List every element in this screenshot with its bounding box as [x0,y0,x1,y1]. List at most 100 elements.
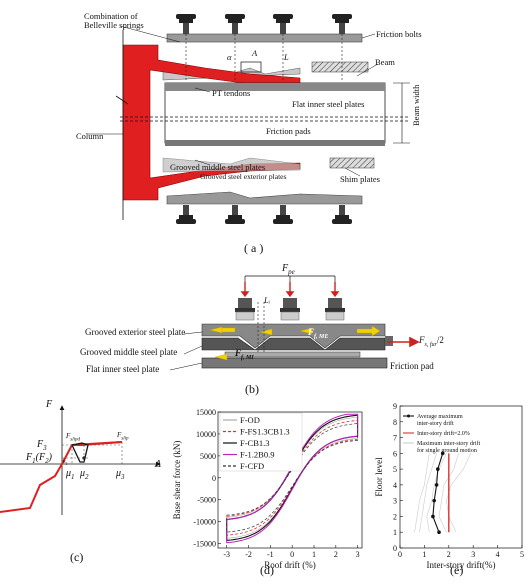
y-tick-label: 5 [393,465,397,474]
x-tick-label: 4 [496,550,500,559]
panel-b-drawing [169,275,420,371]
x-tick-label: 1 [422,550,426,559]
y-axis-label: Base shear force (kN) [172,441,182,520]
b-flat-inner [201,357,388,369]
top-exterior-plate [166,33,363,43]
label-c-delta: Δ [155,459,161,470]
label-c-mu3: μ3 [116,468,125,481]
x-tick-label: 2 [447,550,451,559]
label-li: Lᵢ [264,295,271,305]
chart-d-frame [217,411,363,549]
label-c-mu3-sub: 3 [121,473,125,481]
panel-a: Combination of Belleville springs Fricti… [0,0,530,262]
shim-plate-top [311,61,369,73]
legend-label: Maximum inter-story drift [417,440,481,447]
label-friction-pads: Friction pads [266,126,311,136]
avg-drift-point [434,483,439,487]
label-fpe-sub: pe [288,268,295,276]
label-c-mu2-sub: 2 [85,473,89,481]
y-tick-label: 3 [393,497,397,506]
label-b-flat-inner: Flat inner steel plate [86,364,160,374]
x-axis-label: Roof drift (%) [264,560,316,570]
label-c-F3-sub: 3 [43,444,47,452]
y-tick-label: -15000 [193,540,216,549]
label-c-fslip: Fslip [117,431,129,442]
b-grooved-middle [201,337,386,351]
caption-e: (e) [450,563,464,577]
label-c-mu1: μ1 [66,468,75,481]
shim-plate-bottom [329,157,375,169]
x-tick-label: 0 [398,550,402,559]
x-tick-label: 5 [520,550,524,559]
label-c-F2-close: ) [48,452,52,463]
series-single-ground-motion [419,453,437,533]
legend-label: F-CB1.3 [240,438,270,448]
bolts-bottom [176,205,352,224]
panel-c-curve [0,441,123,513]
label-f-sfur-sub: s, fur [424,341,437,348]
series-single-ground-motion [414,453,430,533]
label-fpe: Fpe [282,263,295,276]
label-column: Column [76,131,104,141]
label-grooved-middle: Grooved middle steel plates [170,162,266,172]
label-friction-bolts: Friction bolts [376,29,422,39]
label-alpha: α [227,52,232,62]
x-tick-label: 1 [312,550,316,559]
label-c-F3: F3 [37,439,47,452]
y-tick-label: 4 [393,481,397,490]
label-f-sfur: Fs, fur/2 [419,335,444,348]
y-tick-label: -5000 [197,496,216,505]
label-f-me: Ff, ME [308,327,329,340]
caption-c: (c) [70,550,84,564]
legend-marker [407,414,410,418]
bolts-b [235,298,345,321]
caption-b: (b) [245,382,259,396]
series-f-od [226,416,358,539]
label-beam-width: Beam width [411,84,421,126]
legend-label: F-1.2B0.9 [240,450,274,460]
y-tick-label: 10000 [196,430,216,439]
label-c-fslip-sub: slip [121,436,129,442]
x-tick-label: -1 [267,550,274,559]
chart-d-legend: F-ODF-FS1.3CB1.3F-CB1.3F-1.2B0.9F-CFD [219,412,303,472]
avg-drift-point [431,514,435,519]
label-beam: Beam [375,57,395,67]
series-f-cfd [226,423,358,533]
label-f-me-sub: f, ME [314,333,329,340]
avg-drift-point [437,530,441,535]
label-b-friction-pad: Friction pad [390,361,434,371]
legend-label: Inter-story drift=2.0% [417,430,470,437]
y-tick-label: 9 [393,402,397,411]
x-tick-label: -2 [245,550,252,559]
b-grooved-exterior [201,323,386,349]
panel-b: Fpe Lᵢ Grooved exterior steel plate Ff, … [0,262,530,400]
series-single-ground-motion [426,453,447,533]
series-single-ground-motion [438,453,459,533]
legend-label: for single ground motion [417,447,477,454]
legend-label: F-OD [240,415,260,425]
label-c-F1-sub: 1 [32,457,36,465]
avg-drift-point [440,451,445,456]
legend-label: Average maximum [417,414,463,420]
y-tick-label: 2 [393,512,397,521]
label-flat-inner: Flat inner steel plates [292,99,365,109]
caption-a: ( a ) [244,241,264,255]
x-tick-label: 3 [356,550,360,559]
y-tick-label: 7 [393,434,397,443]
label-L: L [284,52,289,62]
label-c-F2-open: (F [35,452,46,463]
label-b-grooved-middle: Grooved middle steel plate [80,347,178,357]
bottom-exterior-plate [166,191,363,205]
label-c-F1F2: F1(F2) [26,452,52,465]
label-c-mu2: μ2 [80,468,89,481]
panel-c: F Δ F3 F1(F2) Fslipd Fslip k1 μ1 μ2 μ3 (… [0,400,170,582]
y-tick-label: 0 [393,544,397,553]
y-tick-label: 8 [393,418,397,427]
x-tick-label: 0 [290,550,294,559]
label-c-F: F [46,399,53,410]
bolts-top [176,14,352,35]
y-tick-label: 5000 [200,452,216,461]
